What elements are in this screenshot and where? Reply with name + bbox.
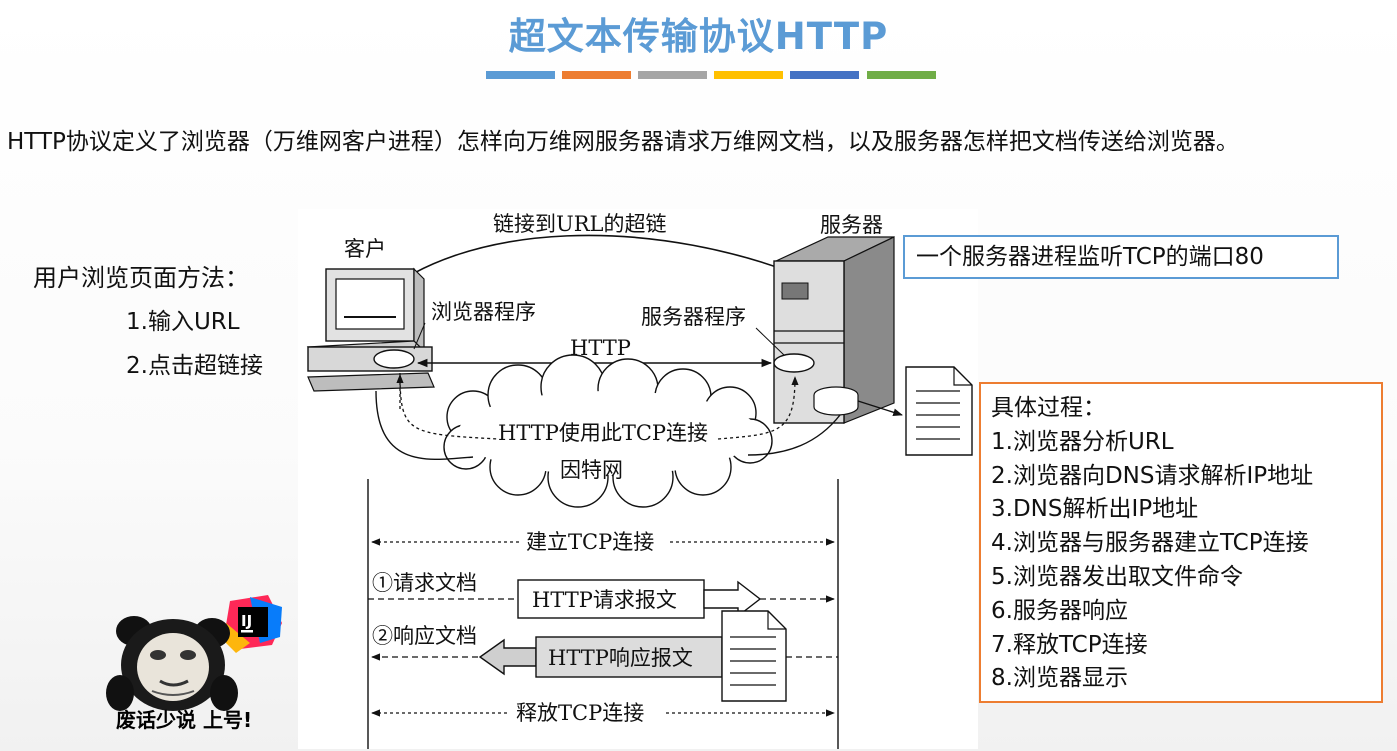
hyperlink-arrow — [369, 234, 820, 306]
intro-text: HTTP协议定义了浏览器（万维网客户进程）怎样向万维网服务器请求万维网文档，以及… — [7, 129, 1239, 155]
server-tower — [773, 236, 895, 424]
tcp-usage-label: HTTP使用此TCP连接 — [498, 421, 708, 445]
http-response-box — [535, 636, 723, 678]
establish-tcp-label: 建立TCP连接 — [526, 530, 654, 554]
title-bar-segment — [714, 71, 783, 79]
physical-link — [375, 390, 841, 461]
internet-label: 因特网 — [560, 458, 623, 482]
process-title: 具体过程： — [991, 395, 1106, 421]
server-label: 服务器 — [820, 213, 883, 237]
process-box: 具体过程： 1.浏览器分析URL 2.浏览器向DNS请求解析IP地址 3.DNS… — [979, 382, 1383, 703]
title-bar-segment — [867, 71, 936, 79]
sticker-caption: 废话少说 上号! — [116, 708, 253, 732]
process-step: 5.浏览器发出取文件命令 — [991, 563, 1243, 590]
panda-meme-sticker: IJ — [106, 595, 282, 711]
request-doc-label: ①请求文档 — [372, 571, 477, 595]
internet-cloud — [443, 354, 773, 508]
http-request-label: HTTP请求报文 — [532, 588, 677, 612]
panda-face-icon — [106, 616, 238, 711]
process-step: 2.浏览器向DNS请求解析IP地址 — [991, 462, 1314, 489]
browser-program-label: 浏览器程序 — [431, 300, 536, 324]
title-bar-segment — [638, 71, 707, 79]
request-hollow-arrow — [703, 580, 762, 618]
response-doc-label: ②响应文档 — [372, 624, 477, 648]
release-tcp-label: 释放TCP连接 — [516, 701, 644, 725]
title-bar-segment — [562, 71, 631, 79]
svg-text:IJ: IJ — [241, 612, 252, 630]
process-step: 4.浏览器与服务器建立TCP连接 — [991, 530, 1309, 557]
hyperlink-label: 链接到URL的超链 — [493, 212, 666, 236]
server-note-box: 一个服务器进程监听TCP的端口80 — [903, 235, 1339, 279]
process-step: 7.释放TCP连接 — [991, 631, 1148, 658]
process-step: 3.DNS解析出IP地址 — [991, 496, 1199, 523]
browse-method-item: 1.输入URL — [126, 309, 240, 335]
http-request-box — [517, 579, 705, 619]
tcp-connection-dotted — [399, 373, 795, 440]
process-step: 6.服务器响应 — [991, 597, 1128, 624]
client-label: 客户 — [344, 237, 386, 261]
document-icon — [905, 366, 973, 456]
title-bar-segment — [486, 71, 555, 79]
http-diagram: 链接到URL的超链 客户 浏览器程序 服务器 服务器程序 HTTP — [298, 209, 978, 749]
process-step: 8.浏览器显示 — [991, 665, 1128, 692]
page-title: 超文本传输协议HTTP — [508, 15, 889, 58]
client-computer — [306, 267, 435, 392]
process-step: 1.浏览器分析URL — [991, 428, 1174, 455]
title-bar-segment — [790, 71, 859, 79]
intellij-logo-icon: IJ — [220, 595, 282, 653]
response-document-icon — [721, 610, 787, 702]
browse-method-item: 2.点击超链接 — [126, 353, 263, 379]
response-shaded-arrow — [478, 638, 537, 676]
http-response-label: HTTP响应报文 — [548, 646, 693, 670]
browse-methods-title: 用户浏览页面方法： — [33, 264, 249, 292]
server-program-label: 服务器程序 — [641, 305, 746, 329]
